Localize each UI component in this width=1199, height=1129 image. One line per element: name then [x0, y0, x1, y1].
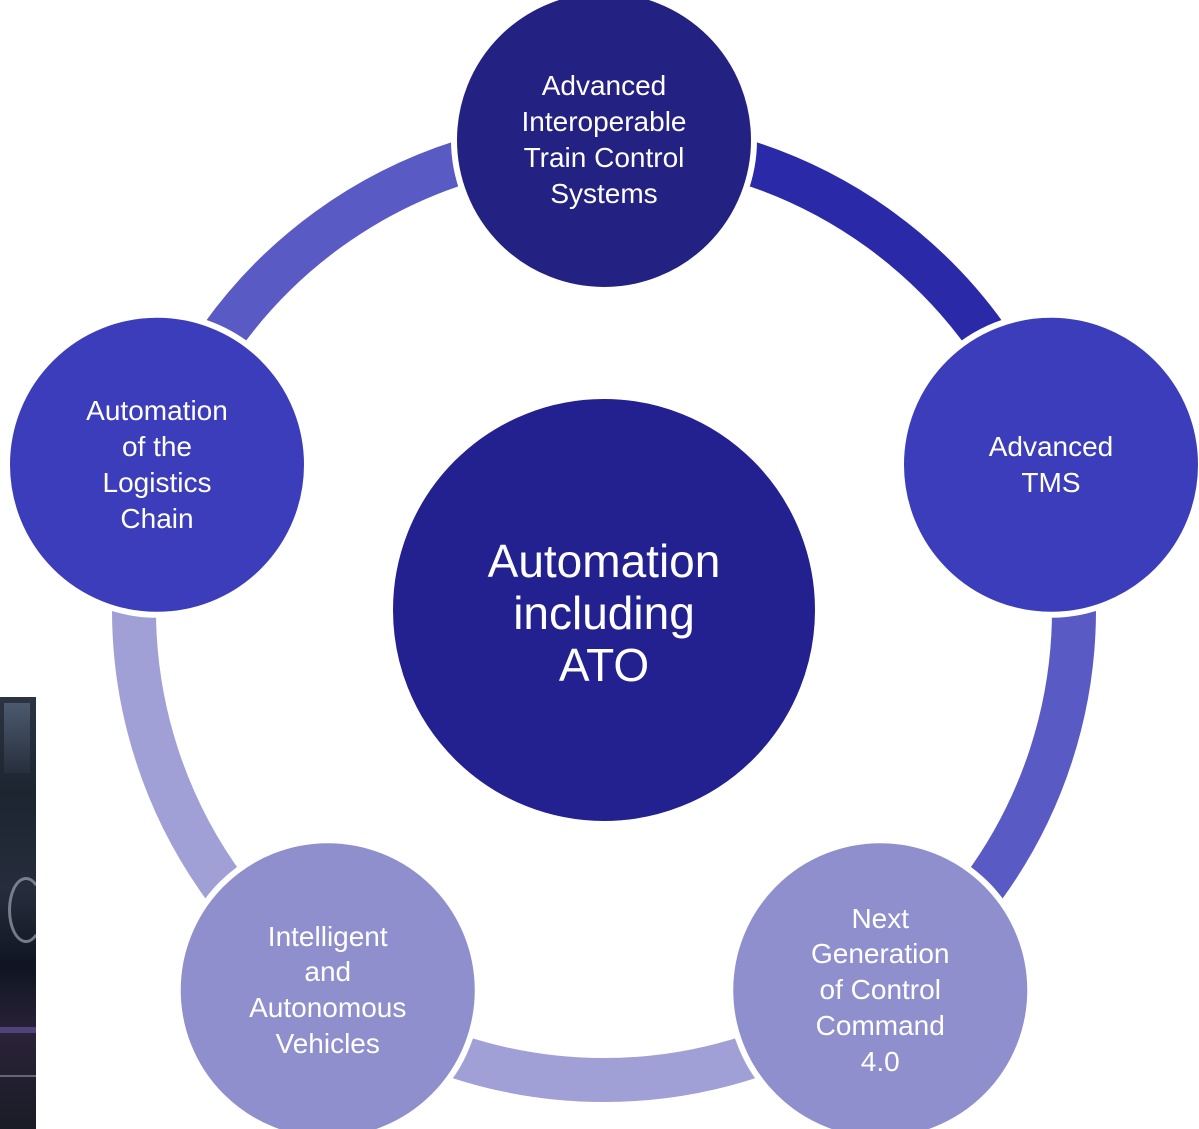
node-circles — [4, 0, 1199, 1129]
node-control-command-circle — [727, 837, 1034, 1129]
background-photo-fragment — [0, 697, 36, 1129]
center-circle — [387, 393, 821, 827]
node-train-control-systems-circle — [451, 0, 757, 293]
node-logistics-chain-circle — [4, 311, 311, 618]
node-autonomous-vehicles-circle — [174, 837, 481, 1129]
node-advanced-tms-circle — [898, 311, 1199, 618]
